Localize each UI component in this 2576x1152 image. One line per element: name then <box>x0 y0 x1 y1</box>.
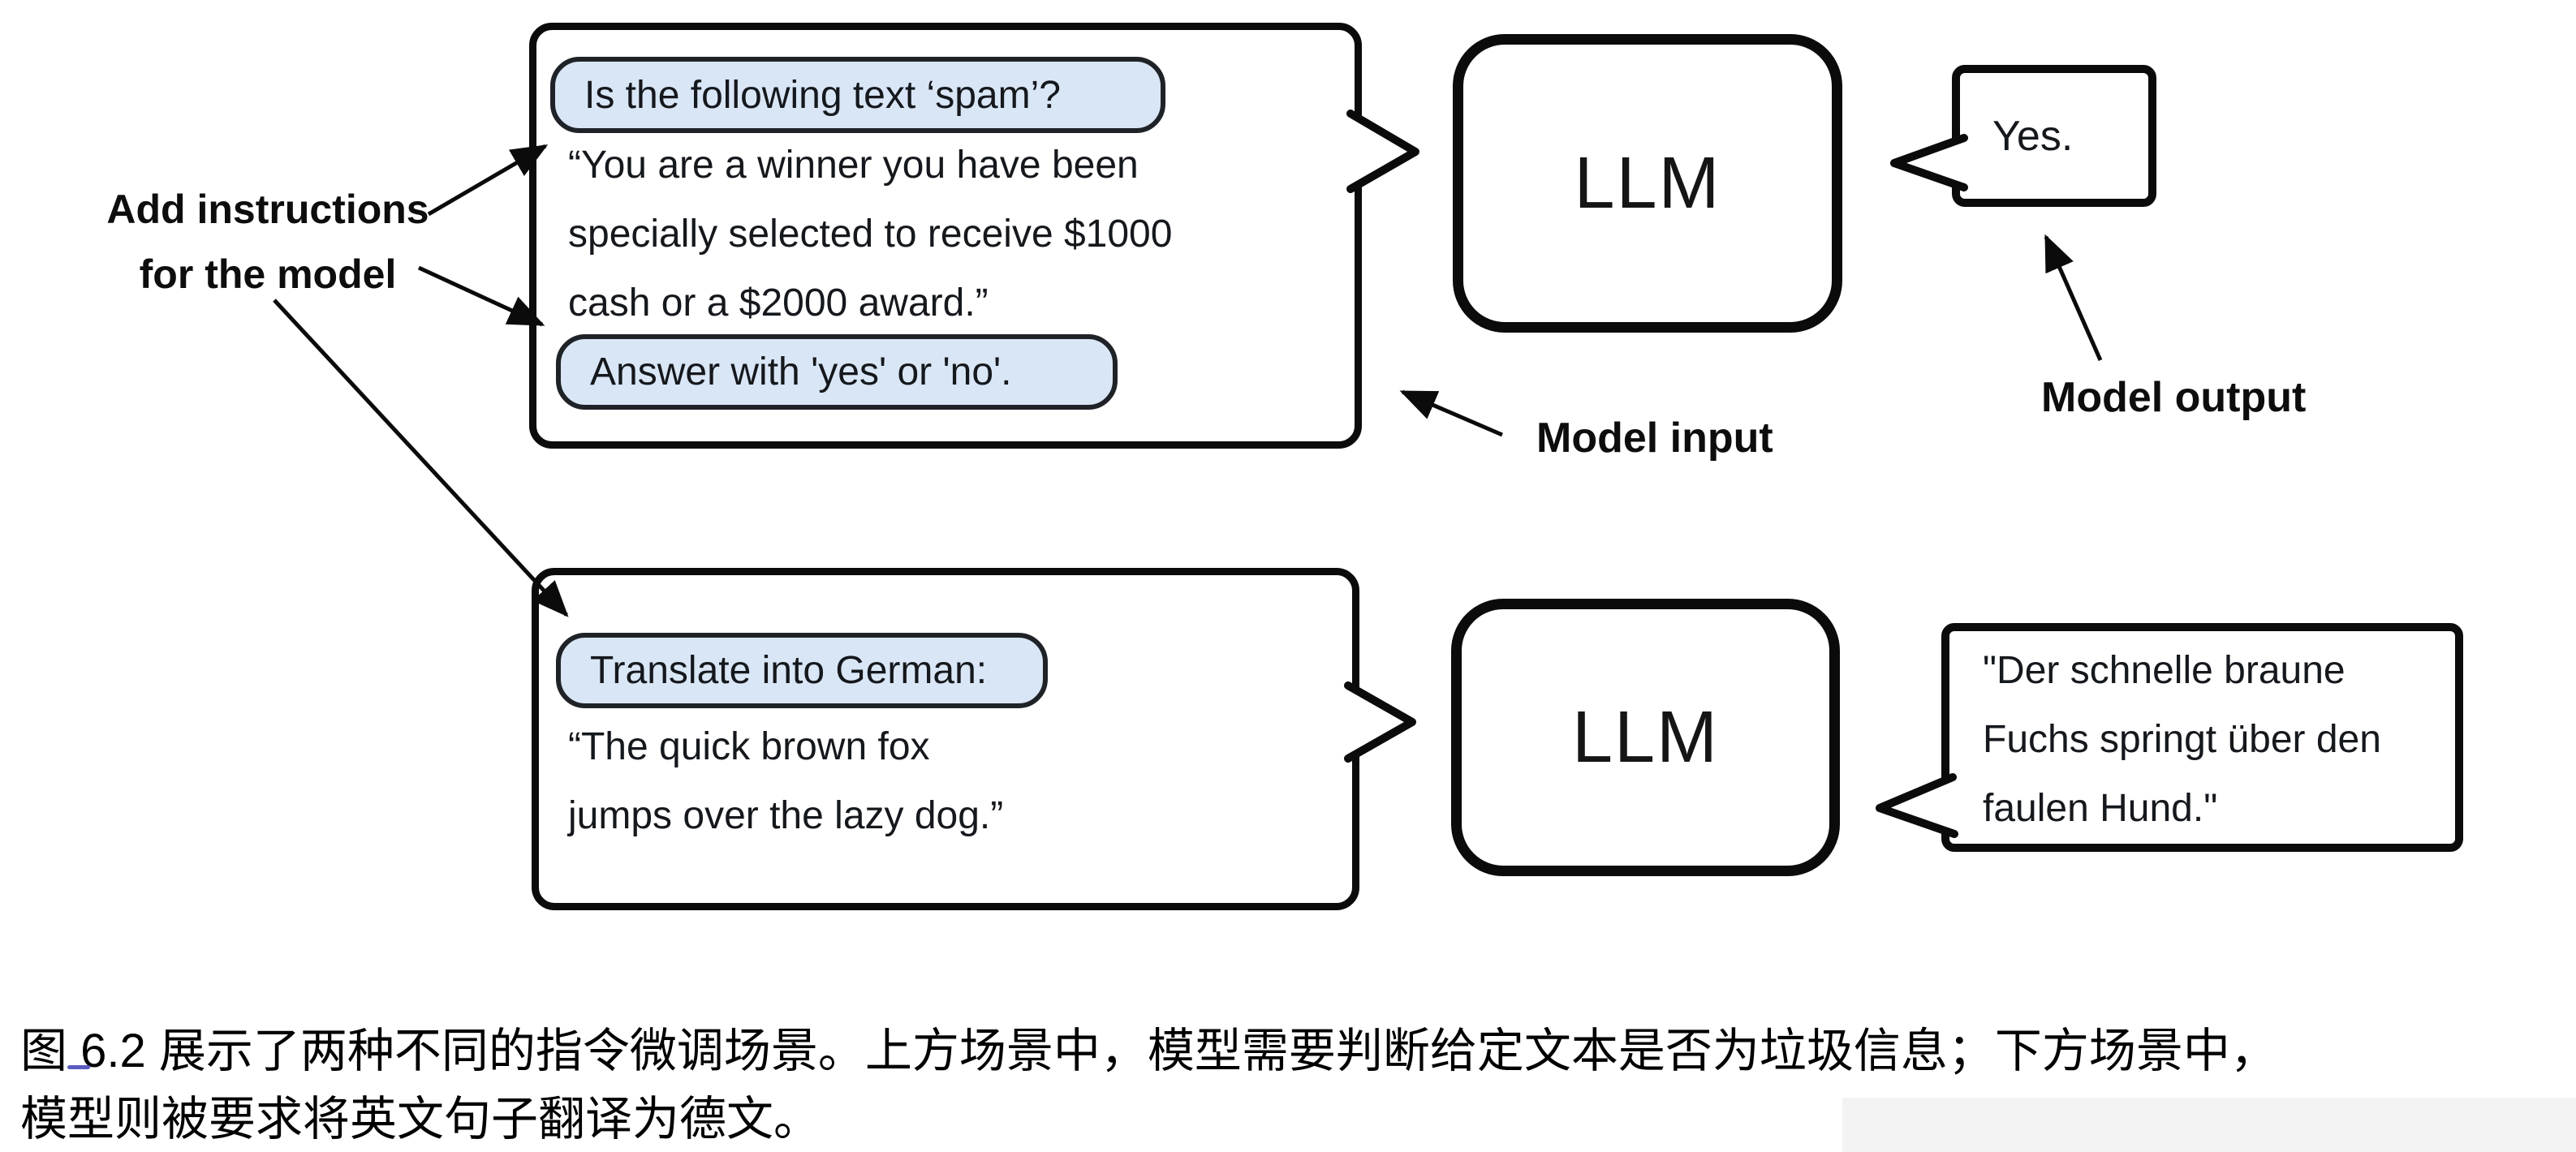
spam-answer-format-pill: Answer with 'yes' or 'no'. <box>556 334 1118 410</box>
model-output-label: Model output <box>2041 374 2307 421</box>
arrow-model-input <box>1399 389 1503 437</box>
translation-body-text: “The quick brown fox jumps over the lazy… <box>568 712 1003 850</box>
llm-label-bottom: LLM <box>1571 696 1720 778</box>
spam-instruction-text: Is the following text ‘spam’? <box>584 73 1061 117</box>
model-input-label: Model input <box>1536 415 1773 462</box>
spam-answer-format-text: Answer with 'yes' or 'no'. <box>590 350 1012 393</box>
llm-label-top: LLM <box>1574 142 1721 224</box>
translation-input-box <box>532 568 1359 910</box>
spam-body-line: cash or a $2000 award.” <box>568 282 989 325</box>
translation-instruction-pill: Translate into German: <box>556 633 1048 708</box>
llm-box-bottom: LLM <box>1451 599 1840 876</box>
spam-body-line: specially selected to receive $1000 <box>568 213 1173 256</box>
translation-body-line: jumps over the lazy dog.” <box>568 793 1004 837</box>
arrow-to-translation-instruction <box>273 299 569 617</box>
arrow-model-output <box>2044 234 2103 362</box>
caption-line2: 模型则被要求将英文句子翻译为德文。 <box>20 1093 821 1146</box>
german-output-text: "Der schnelle braune Fuchs springt über … <box>1983 636 2381 843</box>
spam-instruction-pill: Is the following text ‘spam’? <box>550 57 1165 133</box>
caption-underline-dash <box>67 1065 90 1069</box>
translation-body-line: “The quick brown fox <box>568 724 930 768</box>
page-gray-band <box>1842 1098 2576 1152</box>
add-instructions-label: Add instructions for the model <box>85 177 450 307</box>
spam-body-text: “You are a winner you have been speciall… <box>568 131 1172 337</box>
german-output-line: Fuchs springt über den <box>1983 717 2381 761</box>
german-output-line: "Der schnelle braune <box>1983 648 2346 692</box>
spam-body-line: “You are a winner you have been <box>568 144 1139 187</box>
yes-output-text: Yes. <box>1992 113 2074 160</box>
llm-box-top: LLM <box>1453 34 1842 333</box>
translation-instruction-text: Translate into German: <box>590 649 988 692</box>
add-instructions-label-line1: Add instructions <box>106 187 429 232</box>
german-output-line: faulen Hund." <box>1983 786 2218 830</box>
caption-line1: 图 6.2 展示了两种不同的指令微调场景。上方场景中，模型需要判断给定文本是否为… <box>20 1025 2277 1077</box>
add-instructions-label-line2: for the model <box>139 251 397 297</box>
german-output-bubble <box>1941 623 2463 852</box>
